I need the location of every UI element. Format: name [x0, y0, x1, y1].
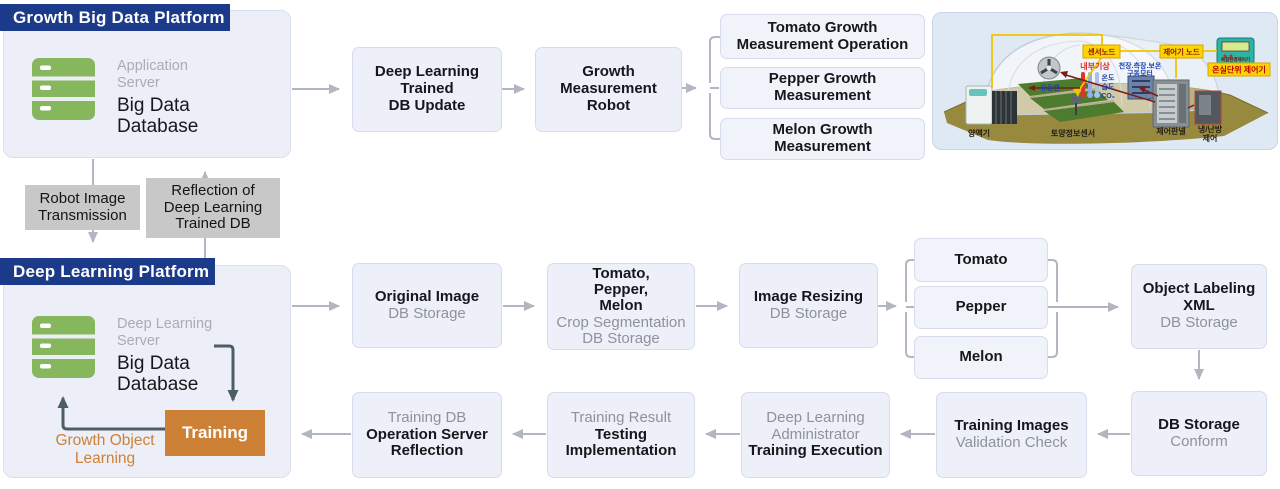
flow-box-training-execution: Deep Learning Administrator Training Exe… [741, 392, 890, 478]
server-name-label: Big Data Database [117, 353, 199, 396]
flow-box-crop-segmentation: Tomato, Pepper, Melon Crop Segmentation … [547, 263, 695, 350]
humidity-label: 습도 [1102, 82, 1115, 91]
robot-image-transmission-label: Robot Image Transmission [25, 185, 140, 230]
flow-box-validation-check: Training Images Validation Check [936, 392, 1087, 478]
flow-box-subtitle: Crop Segmentation DB Storage [556, 313, 686, 347]
controller-node-label: 제어기 노드 [1163, 47, 1200, 57]
temp-label: 온도 [1102, 73, 1115, 82]
hvac-label-line2: 제어 [1203, 133, 1218, 143]
flow-box-image-resizing: Image Resizing DB Storage [739, 263, 878, 348]
server-name-label: Big Data Database [117, 95, 199, 138]
flow-box-title: Object Labeling XML [1142, 280, 1256, 315]
flow-box-title: Pepper Growth Measurement [768, 70, 877, 104]
deep-learning-server-block: Deep Learning Server Big Data Database [32, 316, 282, 396]
server-icon [32, 316, 95, 378]
flow-box-subtitle: Training Result [570, 408, 672, 426]
flow-box-title: Pepper [955, 298, 1007, 316]
flow-box-subtitle: Conform [1170, 432, 1228, 450]
flow-box-pepper-measurement: Pepper Growth Measurement [720, 67, 925, 109]
flow-box-title: Tomato [954, 250, 1008, 268]
flow-box-subtitle: DB Storage [388, 304, 466, 322]
flow-box-db-update: Deep Learning Trained DB Update [352, 47, 502, 132]
flow-box-title: Training Images [954, 417, 1069, 435]
growth-platform-header: Growth Big Data Platform [0, 4, 230, 31]
flow-box-title: Tomato Growth Measurement Operation [736, 18, 909, 53]
flow-box-testing-implementation: Training Result Testing Implementation [547, 392, 695, 478]
flow-box-object-labeling: Object Labeling XML DB Storage [1131, 264, 1267, 349]
soil-sensor-label: 토양정보센서 [1051, 128, 1095, 138]
flow-box-title: Original Image [374, 287, 480, 305]
flow-box-subtitle: DB Storage [769, 304, 848, 322]
co2-label: CO₂ [1101, 93, 1115, 100]
flow-box-subtitle: Training DB [387, 408, 467, 426]
flow-box-subtitle: Deep Learning Administrator [766, 408, 865, 443]
training-box: Training [165, 410, 265, 456]
flow-box-db-storage-conform: DB Storage Conform [1131, 391, 1267, 476]
server-icon [32, 58, 95, 120]
flow-box-title: Tomato, Pepper, Melon [592, 265, 650, 315]
fan-label: 유동팬 [1040, 83, 1060, 92]
application-server-block: Application Server Big Data Database [32, 58, 282, 138]
sensor-node-label: 센서노드 [1088, 47, 1116, 57]
flow-box-title: Melon Growth Measurement [772, 121, 873, 155]
flow-box-title: Melon [959, 348, 1003, 366]
control-panel-label: 제어판넬 [1156, 126, 1185, 136]
flow-box-title: Testing Implementation [565, 425, 677, 460]
server-role-label: Application Server [117, 58, 188, 92]
flow-box-title: Growth Measurement Robot [560, 63, 657, 114]
flow-box-subtitle: DB Storage [1160, 313, 1238, 331]
flow-box-tomato-measurement: Tomato Growth Measurement Operation [720, 14, 925, 59]
motor-label-line1: 천장.측장.보온 [1119, 61, 1162, 70]
growth-object-learning-label: Growth Object Learning [55, 432, 155, 468]
flow-box-title: Image Resizing [753, 287, 864, 305]
flow-box-growth-robot: Growth Measurement Robot [535, 47, 682, 132]
reflection-trained-db-label: Reflection of Deep Learning Trained DB [146, 178, 280, 238]
motor-label-line2: 구동모터 [1127, 69, 1153, 78]
indoor-weather-label: 내부기상 [1080, 61, 1110, 71]
flow-box-title: Operation Server Reflection [366, 425, 488, 460]
unit-controller-label: 온실단위 제어기 [1212, 65, 1266, 75]
flow-box-title: DB Storage [1158, 415, 1240, 433]
flow-box-melon-measurement: Melon Growth Measurement [720, 118, 925, 160]
flow-box-crop-tomato: Tomato [914, 238, 1048, 282]
server-role-label: Deep Learning Server [117, 316, 213, 350]
flow-box-crop-pepper: Pepper [914, 286, 1048, 329]
flow-box-title: Deep Learning Trained DB Update [374, 63, 480, 114]
flow-box-crop-melon: Melon [914, 336, 1048, 379]
flow-box-operation-server-reflection: Training DB Operation Server Reflection [352, 392, 502, 478]
deep-learning-platform-header: Deep Learning Platform [0, 258, 215, 285]
flow-box-original-image: Original Image DB Storage [352, 263, 502, 348]
nutrient-machine-label: 양액기 [968, 128, 990, 138]
flow-box-title: Training Execution [748, 442, 883, 460]
hvac-label-line1: 냉/난방 [1198, 124, 1223, 134]
flow-box-subtitle: Validation Check [955, 434, 1068, 451]
greenhouse-illustration: 복합환경제어기 센서노드 제어기 노드 온실단위 제어기 내 [932, 12, 1278, 150]
device-caption: 복합환경제어기 [1221, 56, 1250, 63]
